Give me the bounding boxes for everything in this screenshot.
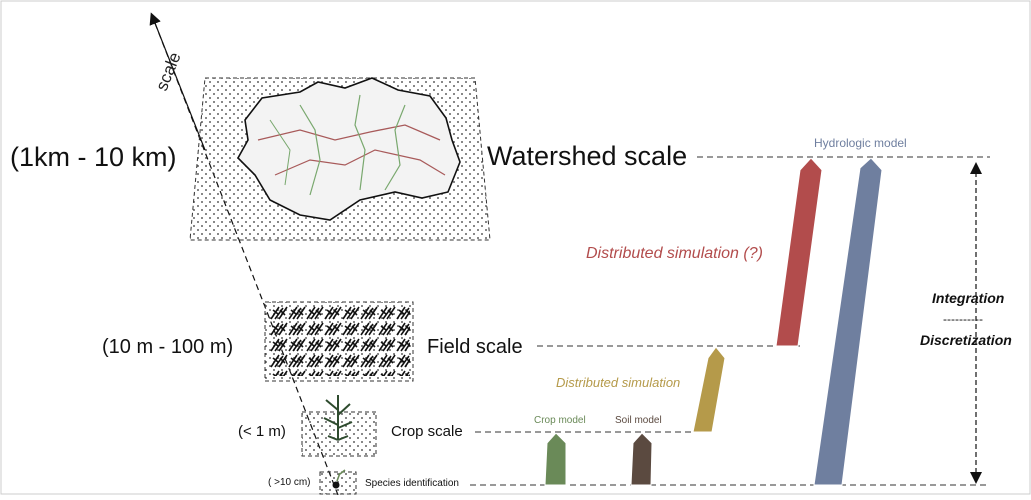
distributed-q-label: Distributed simulation (?)	[586, 245, 763, 262]
seedling-icon	[336, 469, 346, 482]
species-scale-label: Species identification	[365, 478, 459, 489]
crop-range: (< 1 m)	[238, 423, 286, 440]
species-panel	[319, 469, 357, 495]
integration-divider: ----------	[943, 312, 983, 326]
watershed-map	[237, 77, 461, 221]
soil-model-label: Soil model	[615, 415, 662, 426]
crop-plant-icon	[323, 395, 353, 441]
soil-model-bar	[630, 432, 653, 486]
watershed-panel	[189, 77, 491, 241]
discretization-label: Discretization	[920, 332, 1012, 348]
integration-label: Integration	[932, 290, 1005, 306]
hydrologic-model-label: Hydrologic model	[814, 136, 907, 150]
distributed-q-bar	[775, 157, 823, 347]
crop-panel	[301, 395, 377, 457]
crop-model-label: Crop model	[534, 415, 586, 426]
distributed-label: Distributed simulation	[556, 375, 681, 390]
distributed-bar	[692, 346, 726, 433]
watershed-range: (1km - 10 km)	[10, 142, 177, 172]
crop-scale-label: Crop scale	[391, 423, 463, 440]
hydrologic-model-bar	[813, 157, 883, 486]
crop-model-bar	[544, 432, 567, 486]
scale-axis-arrow	[149, 12, 206, 151]
arrow-down-icon	[970, 472, 982, 484]
field-range: (10 m - 100 m)	[102, 336, 234, 358]
field-scale-label: Field scale	[427, 336, 523, 358]
arrow-up-icon	[970, 162, 982, 174]
field-panel	[264, 301, 414, 382]
watershed-scale-label: Watershed scale	[487, 141, 688, 171]
species-range: ( >10 cm)	[268, 477, 311, 488]
